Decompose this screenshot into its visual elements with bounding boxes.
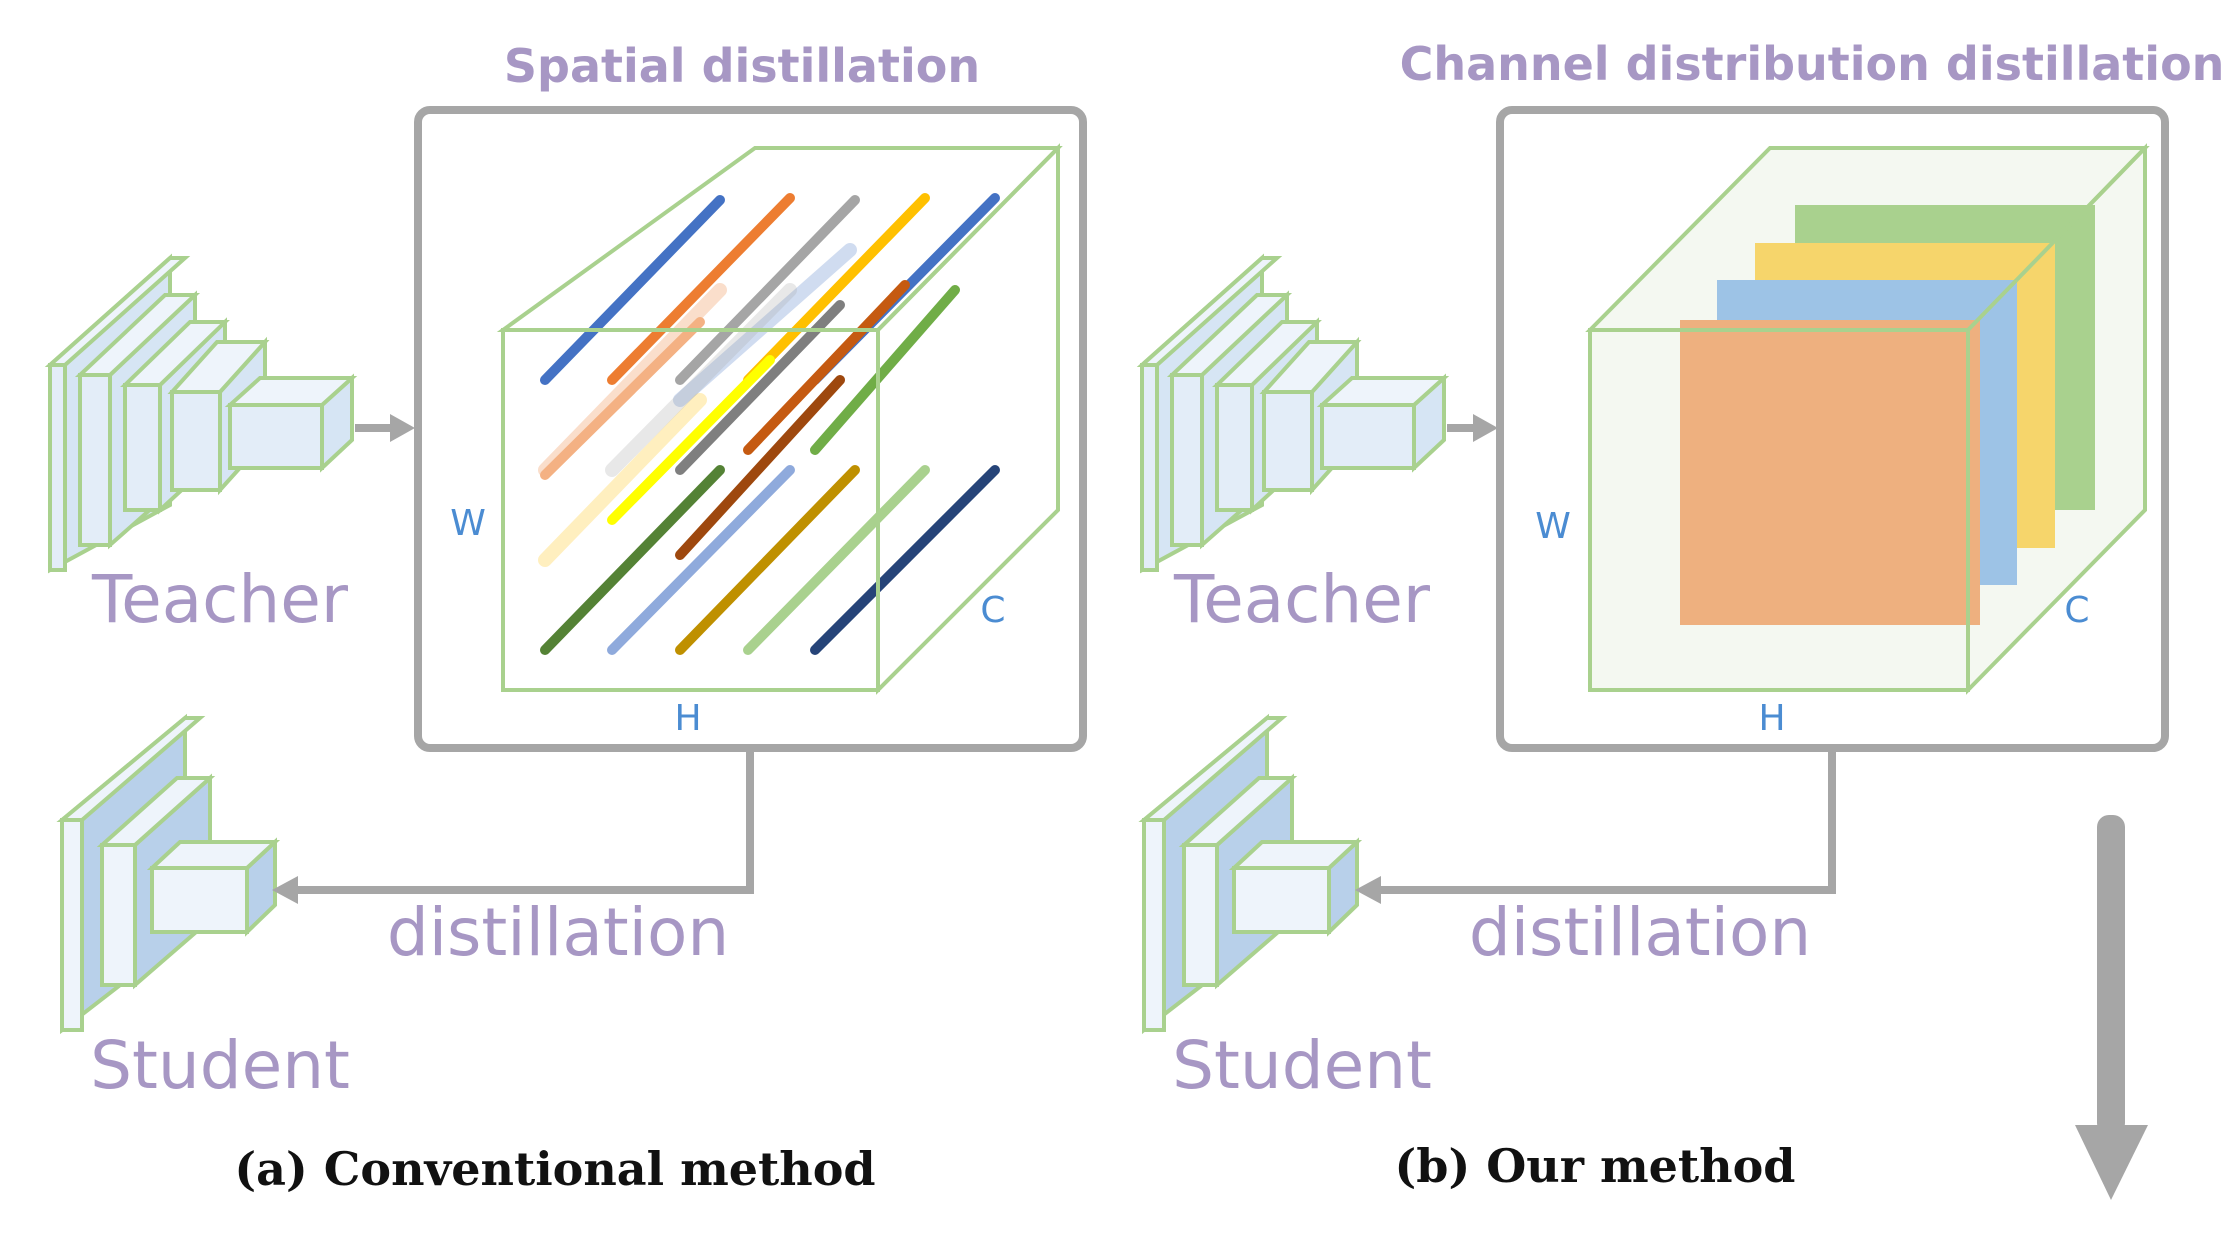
spatial-line-faded [605, 283, 797, 477]
spatial-line [810, 465, 1000, 655]
caption-b: (b) Our method [1395, 1139, 1796, 1193]
spatial-line [810, 285, 960, 455]
spatial-line [607, 355, 775, 525]
spatial-line [540, 317, 705, 480]
distill-label-b: distillation [1469, 894, 1811, 971]
distill-connector-b [1378, 752, 1836, 894]
student-network-b [1138, 713, 1363, 1035]
spatial-line [607, 193, 795, 385]
axis-c-a: C [980, 590, 1005, 631]
spatial-line [675, 300, 845, 475]
channel-cube [1585, 143, 2150, 695]
spatial-cube [496, 143, 1063, 695]
teacher-network-b [1136, 253, 1450, 574]
spatial-line [675, 195, 860, 385]
teacher-label-b: Teacher [1173, 561, 1431, 638]
axis-h-a: H [674, 698, 701, 739]
spatial-line [743, 280, 910, 455]
spatial-line [540, 195, 725, 385]
distill-connector-a [295, 752, 754, 894]
spatial-line [540, 465, 725, 655]
title-channel-distribution-distillation: Channel distribution distillation [1400, 37, 2225, 91]
axis-w-b: W [1535, 506, 1571, 547]
spatial-line [675, 465, 860, 655]
axis-w-a: W [450, 503, 486, 544]
caption-a: (a) Conventional method [234, 1142, 875, 1196]
student-network-a [56, 713, 281, 1035]
panel-conventional: Spatial distillation Teacher [44, 39, 1087, 1196]
panel-ours: Channel distribution distillation Teache… [1136, 37, 2225, 1200]
channel-slice [1680, 320, 1980, 625]
title-spatial-distillation: Spatial distillation [504, 39, 980, 93]
student-label-b: Student [1172, 1027, 1432, 1104]
spatial-lines [538, 193, 1000, 655]
spatial-line [743, 193, 930, 385]
spatial-line-faded [538, 393, 707, 567]
distill-label-a: distillation [387, 894, 729, 971]
teacher-label-a: Teacher [91, 561, 349, 638]
spatial-line [607, 465, 795, 655]
student-label-a: Student [90, 1027, 350, 1104]
spatial-line [743, 465, 930, 655]
spatial-line-faded [673, 243, 857, 407]
teacher-network-a [44, 253, 358, 574]
axis-c-b: C [2064, 590, 2089, 631]
down-arrow [2075, 815, 2148, 1200]
axis-h-b: H [1758, 698, 1785, 739]
spatial-line [675, 375, 845, 560]
